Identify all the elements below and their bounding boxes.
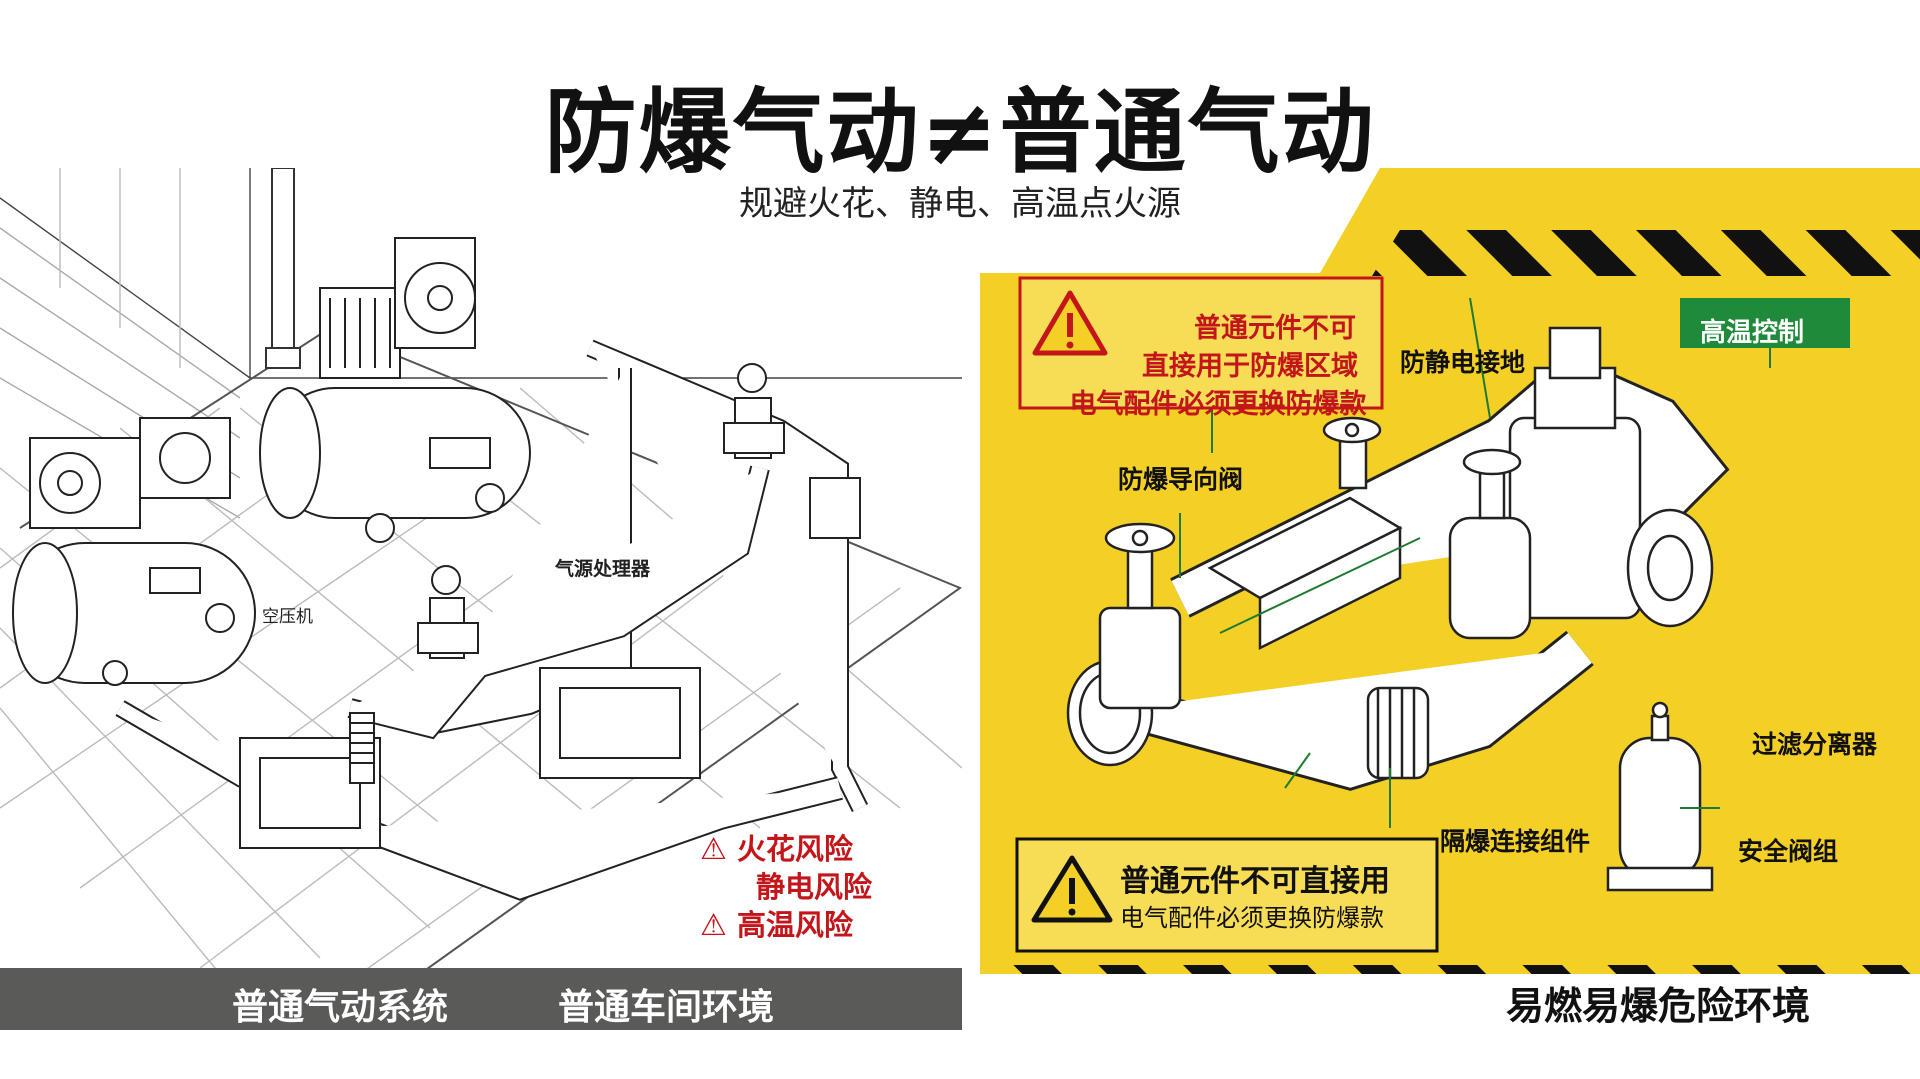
warning-triangle-icon: ⚠ bbox=[700, 832, 727, 867]
hazard-stripes-top bbox=[1372, 230, 1920, 276]
flameproof-coupling bbox=[1366, 686, 1430, 780]
footer-ordinary-system: 普通气动系统 bbox=[232, 987, 449, 1028]
high-temp-badge bbox=[1680, 298, 1850, 348]
page-subtitle: 规避火花、静电、高温点火源 bbox=[739, 184, 1181, 224]
filter-separator-body bbox=[1448, 326, 1714, 640]
footer-ordinary-workshop: 普通车间环境 bbox=[558, 987, 775, 1028]
ordinary-footer-bar: 普通气动系统 普通车间环境 bbox=[0, 968, 962, 1030]
label-compressor: 空压机 bbox=[262, 607, 313, 627]
callout-filter: 过滤分离器 bbox=[1752, 730, 1878, 759]
risk-item-heat: ⚠ 高温风险 bbox=[700, 908, 854, 943]
back-wall-left bbox=[0, 168, 251, 380]
explosion-proof-illustration bbox=[980, 168, 1920, 974]
badge-high-temp: 高温控制 bbox=[1700, 318, 1805, 348]
warning-bottom-line1: 普通元件不可直接用 bbox=[1120, 864, 1390, 899]
ex-cylinder bbox=[1207, 416, 1403, 651]
air-compressor-back bbox=[259, 237, 531, 543]
warning-top-line1: 普通元件不可 bbox=[1194, 313, 1356, 344]
footer-hazard-environment: 易燃易爆危险环境 bbox=[1505, 984, 1810, 1028]
callout-antistatic: 防静电接地 bbox=[1400, 348, 1526, 377]
air-compressor-front bbox=[12, 417, 256, 686]
bellows bbox=[349, 712, 375, 784]
callout-safety-valve: 安全阀组 bbox=[1738, 837, 1839, 866]
label-air-treatment: 气源处理器 bbox=[554, 557, 651, 580]
ex-pilot-valve bbox=[1066, 522, 1182, 767]
valves bbox=[417, 363, 861, 659]
warning-triangle-icon: ⚠ bbox=[700, 908, 727, 943]
risk-item-static: 静电风险 bbox=[756, 870, 873, 904]
callout-ex-valve: 防爆导向阀 bbox=[1118, 465, 1244, 494]
ordinary-system-illustration: 空压机 气源处理器 bbox=[0, 168, 962, 974]
warning-triangle-icon bbox=[1031, 855, 1113, 923]
warning-top-line2: 直接用于防爆区域 bbox=[1142, 351, 1358, 382]
warning-top-line3: 电气配件必须更换防爆款 bbox=[1069, 389, 1367, 420]
warning-triangle-icon bbox=[1032, 290, 1108, 356]
hazard-footer-bar: 易燃易爆危险环境 bbox=[980, 965, 1920, 1032]
risk-item-spark: ⚠ 火花风险 bbox=[700, 832, 854, 867]
warning-bottom-line2: 电气配件必须更换防爆款 bbox=[1120, 904, 1384, 932]
callout-flameproof: 隔爆连接组件 bbox=[1440, 827, 1591, 856]
hazard-stripes-bottom bbox=[980, 965, 1920, 974]
page-title: 防爆气动≠普通气动 bbox=[544, 79, 1376, 186]
